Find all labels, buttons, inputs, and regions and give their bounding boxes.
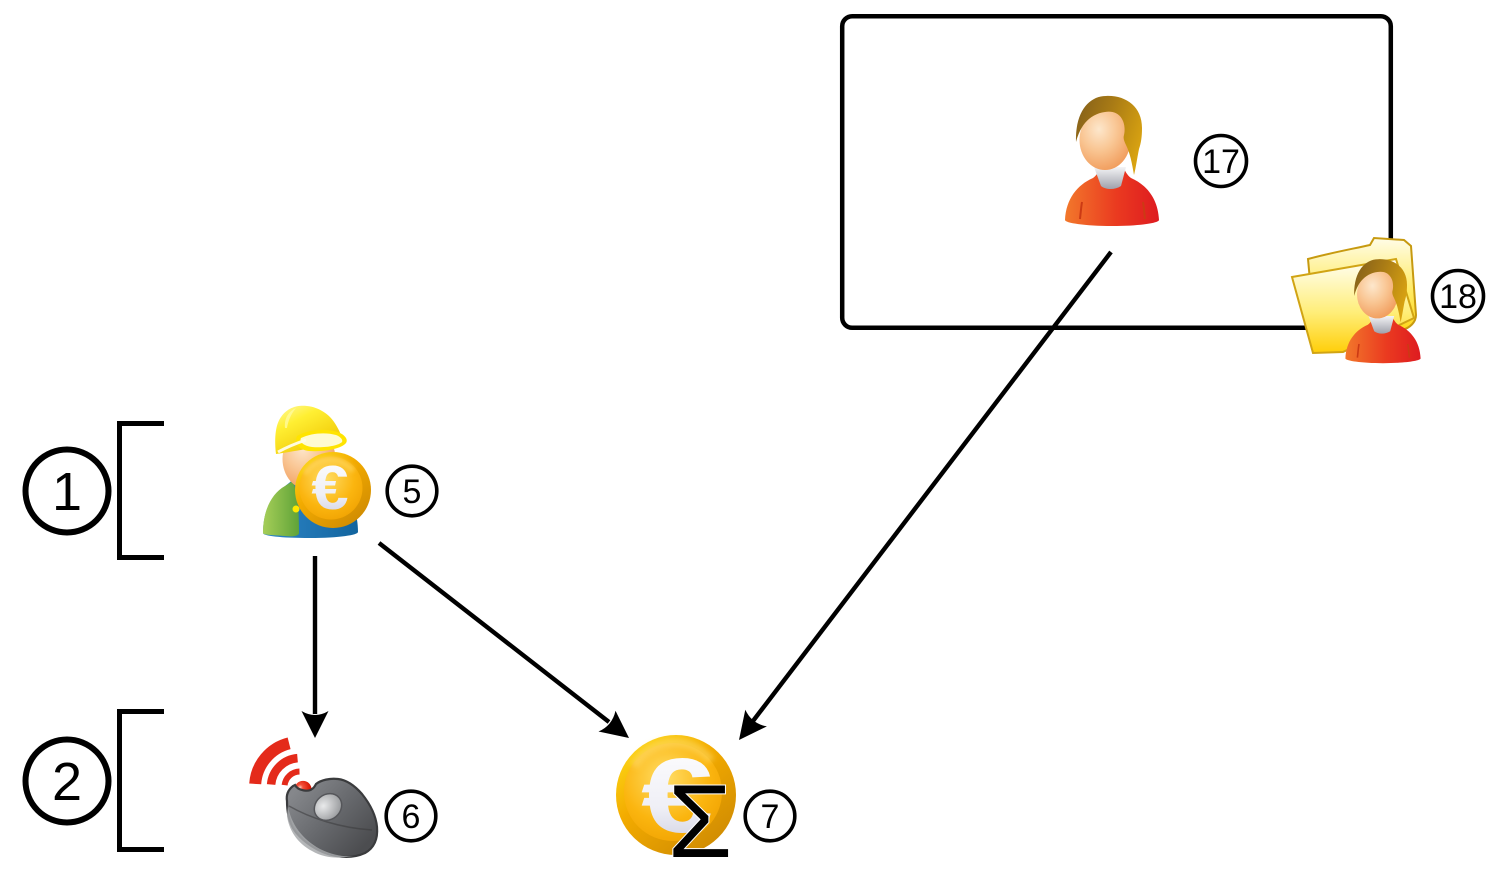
svg-text:6: 6: [402, 798, 421, 836]
svg-text:1: 1: [52, 462, 82, 522]
svg-text:17: 17: [1202, 143, 1240, 181]
svg-text:7: 7: [761, 798, 780, 836]
svg-text:2: 2: [52, 752, 82, 812]
svg-text:18: 18: [1439, 278, 1477, 316]
svg-text:€: €: [311, 453, 348, 522]
svg-text:5: 5: [403, 473, 422, 511]
svg-text:€: €: [641, 737, 713, 855]
svg-text:Σ: Σ: [668, 764, 732, 880]
